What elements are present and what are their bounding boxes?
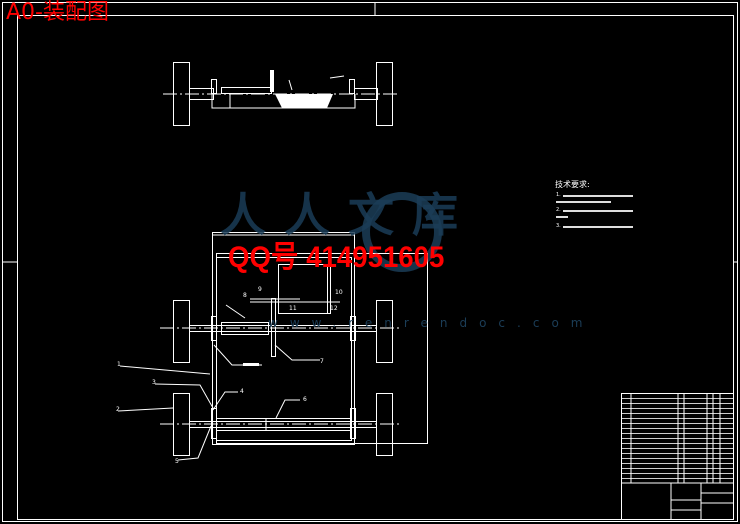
balloon-4: 4 <box>240 388 244 395</box>
watermark-logo <box>362 192 442 272</box>
balloon-8: 8 <box>243 292 247 299</box>
watermark-qq: QQ号 414951605 <box>228 241 445 274</box>
balloon-3: 3 <box>152 379 156 386</box>
balloon-1: 1 <box>117 361 121 368</box>
balloon-6: 6 <box>303 396 307 403</box>
balloon-9: 9 <box>258 286 262 293</box>
wheel <box>173 300 190 363</box>
balloon-11: 11 <box>289 305 297 312</box>
balloon-5: 5 <box>175 458 179 465</box>
tech-item: 3. <box>556 223 561 229</box>
tech-item: 2. <box>556 207 561 213</box>
drawing-title: A0-装配图 <box>6 0 109 25</box>
watermark-logo-text: 人人文库 <box>220 188 476 242</box>
tech-requirements-heading: 技术要求: <box>555 180 590 189</box>
watermark-url: www.renrendoc.com <box>268 316 595 330</box>
inner-frame <box>17 15 734 520</box>
balloon-12: 12 <box>330 305 338 312</box>
frame-outline <box>212 232 355 445</box>
housing <box>216 253 428 444</box>
top-view <box>163 62 400 126</box>
title-block <box>621 393 734 520</box>
balloon-2: 2 <box>116 406 120 413</box>
plan-view <box>117 232 428 461</box>
technical-text-lines <box>556 195 633 228</box>
balloon-10: 10 <box>335 289 343 296</box>
balloon-7: 7 <box>320 358 324 365</box>
tech-item: 1. <box>556 192 561 198</box>
wheel <box>376 300 393 363</box>
